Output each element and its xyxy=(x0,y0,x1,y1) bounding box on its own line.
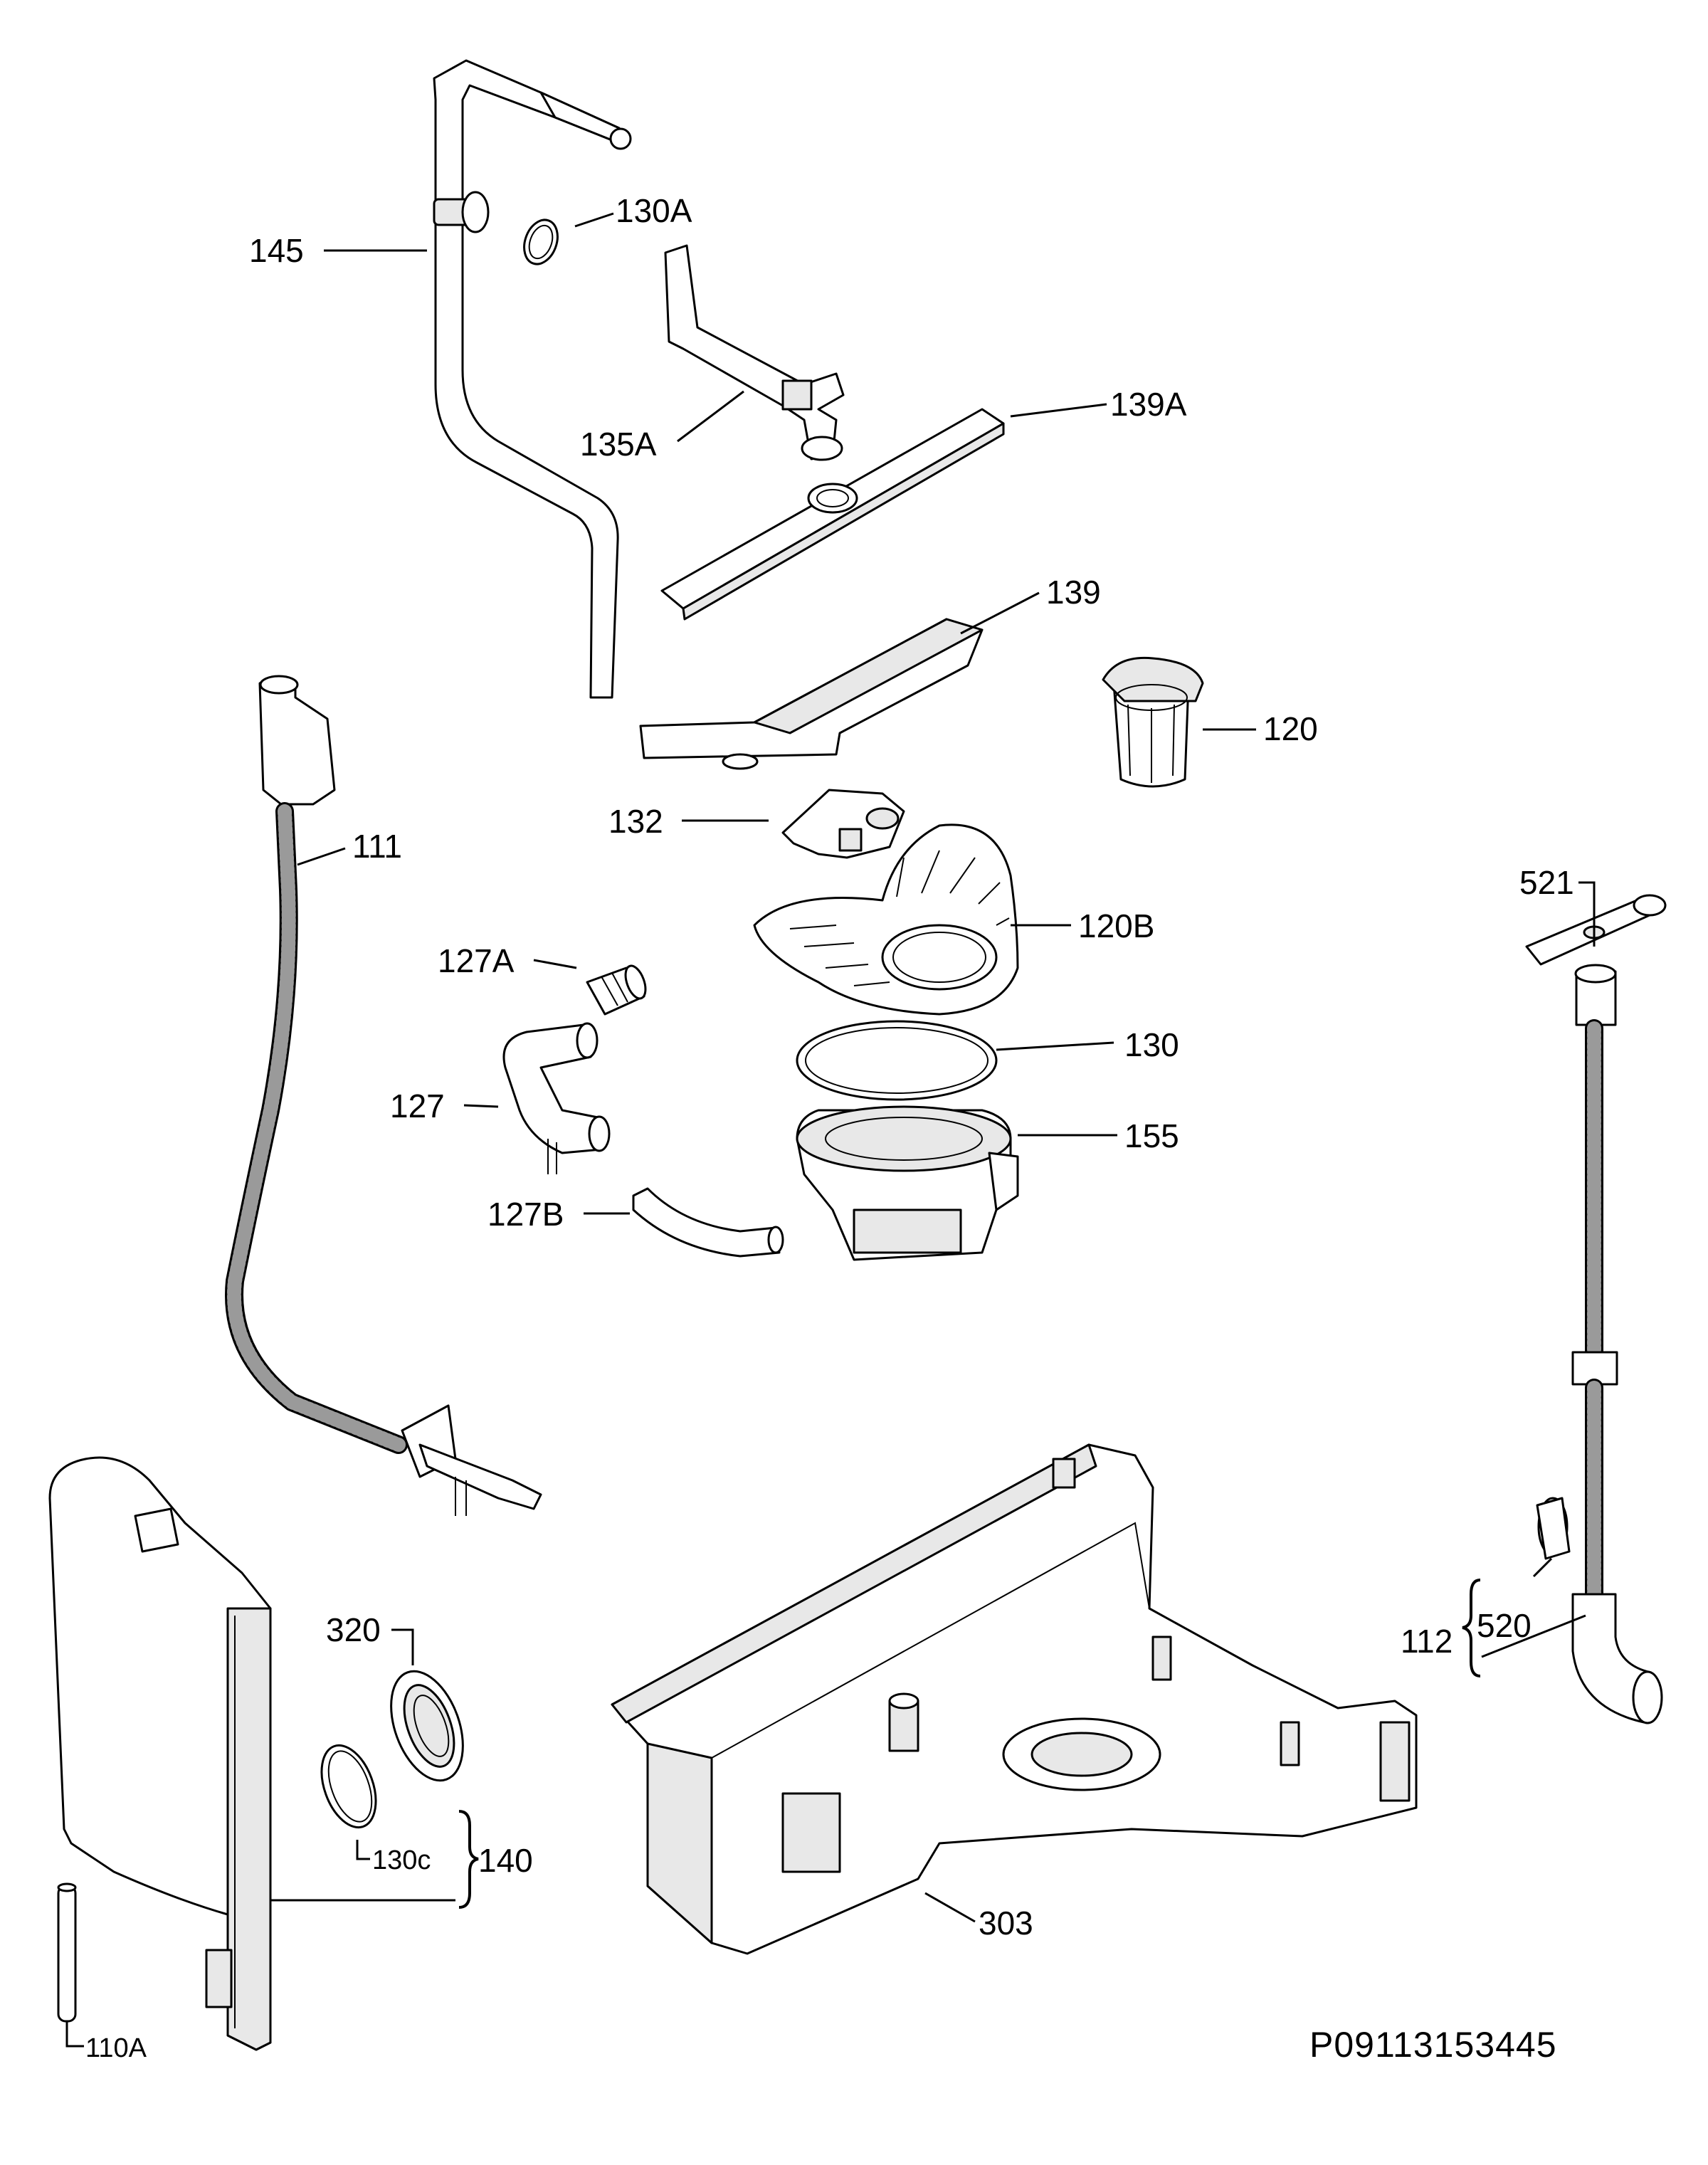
part-303-base-tray xyxy=(611,1443,1418,1955)
leader-lines xyxy=(65,212,1596,2048)
part-130-seal xyxy=(796,1020,998,1101)
part-139-lower-spray-arm xyxy=(639,618,984,770)
part-127-elbow xyxy=(502,1022,611,1174)
part-120-filter xyxy=(1102,656,1204,788)
part-130c-o-ring xyxy=(320,1744,377,1829)
callout-139A: 139A xyxy=(1110,386,1187,423)
part-127A-connector xyxy=(586,964,647,1016)
callout-112: 112 xyxy=(1401,1623,1453,1660)
brace-112 xyxy=(1462,1579,1481,1677)
callout-135A: 135A xyxy=(580,426,657,463)
diagram-reference-code: P09113153445 xyxy=(1309,2025,1557,2065)
callout-155: 155 xyxy=(1124,1117,1179,1154)
callout-127A: 127A xyxy=(438,942,515,979)
part-520-adapter xyxy=(1536,1497,1571,1560)
callout-303: 303 xyxy=(979,1905,1033,1942)
callout-145: 145 xyxy=(249,232,304,269)
part-145-water-pipe xyxy=(433,59,632,699)
part-155-sump xyxy=(796,1105,1019,1261)
part-111-inlet-hose xyxy=(225,675,542,1516)
callout-120: 120 xyxy=(1263,710,1318,747)
callout-130A: 130A xyxy=(616,192,692,229)
part-140-side-panel xyxy=(48,1456,272,2051)
callout-110A: 110A xyxy=(85,2033,147,2063)
callout-127B: 127B xyxy=(487,1196,564,1233)
callout-320: 320 xyxy=(326,1611,381,1648)
callout-120B: 120B xyxy=(1078,907,1154,944)
callout-520: 520 xyxy=(1477,1607,1532,1644)
part-127B-small-hose xyxy=(632,1187,784,1258)
part-139A-upper-spray-arm xyxy=(660,408,1005,621)
callout-111: 111 xyxy=(352,828,402,865)
callout-labels: 145 130A 139A 135A 139 120 111 132 521 1… xyxy=(85,192,1574,2063)
callout-130c: 130c xyxy=(372,1845,431,1875)
part-320-seal xyxy=(390,1670,464,1782)
part-110A-rod xyxy=(57,1882,77,2023)
callout-139: 139 xyxy=(1046,574,1101,611)
part-120B-filter-plate xyxy=(753,823,1019,1016)
callout-521: 521 xyxy=(1519,864,1574,901)
callout-140: 140 xyxy=(478,1842,533,1879)
callout-130: 130 xyxy=(1124,1026,1179,1063)
brace-140 xyxy=(458,1810,479,1909)
callout-127: 127 xyxy=(390,1087,445,1124)
part-130A-o-ring xyxy=(523,218,559,265)
part-132-bracket xyxy=(781,789,905,859)
part-521-clip xyxy=(1525,894,1667,966)
callout-132: 132 xyxy=(608,803,663,840)
part-112-drain-hose xyxy=(1571,964,1663,1724)
part-135A-arm-support xyxy=(664,244,845,461)
